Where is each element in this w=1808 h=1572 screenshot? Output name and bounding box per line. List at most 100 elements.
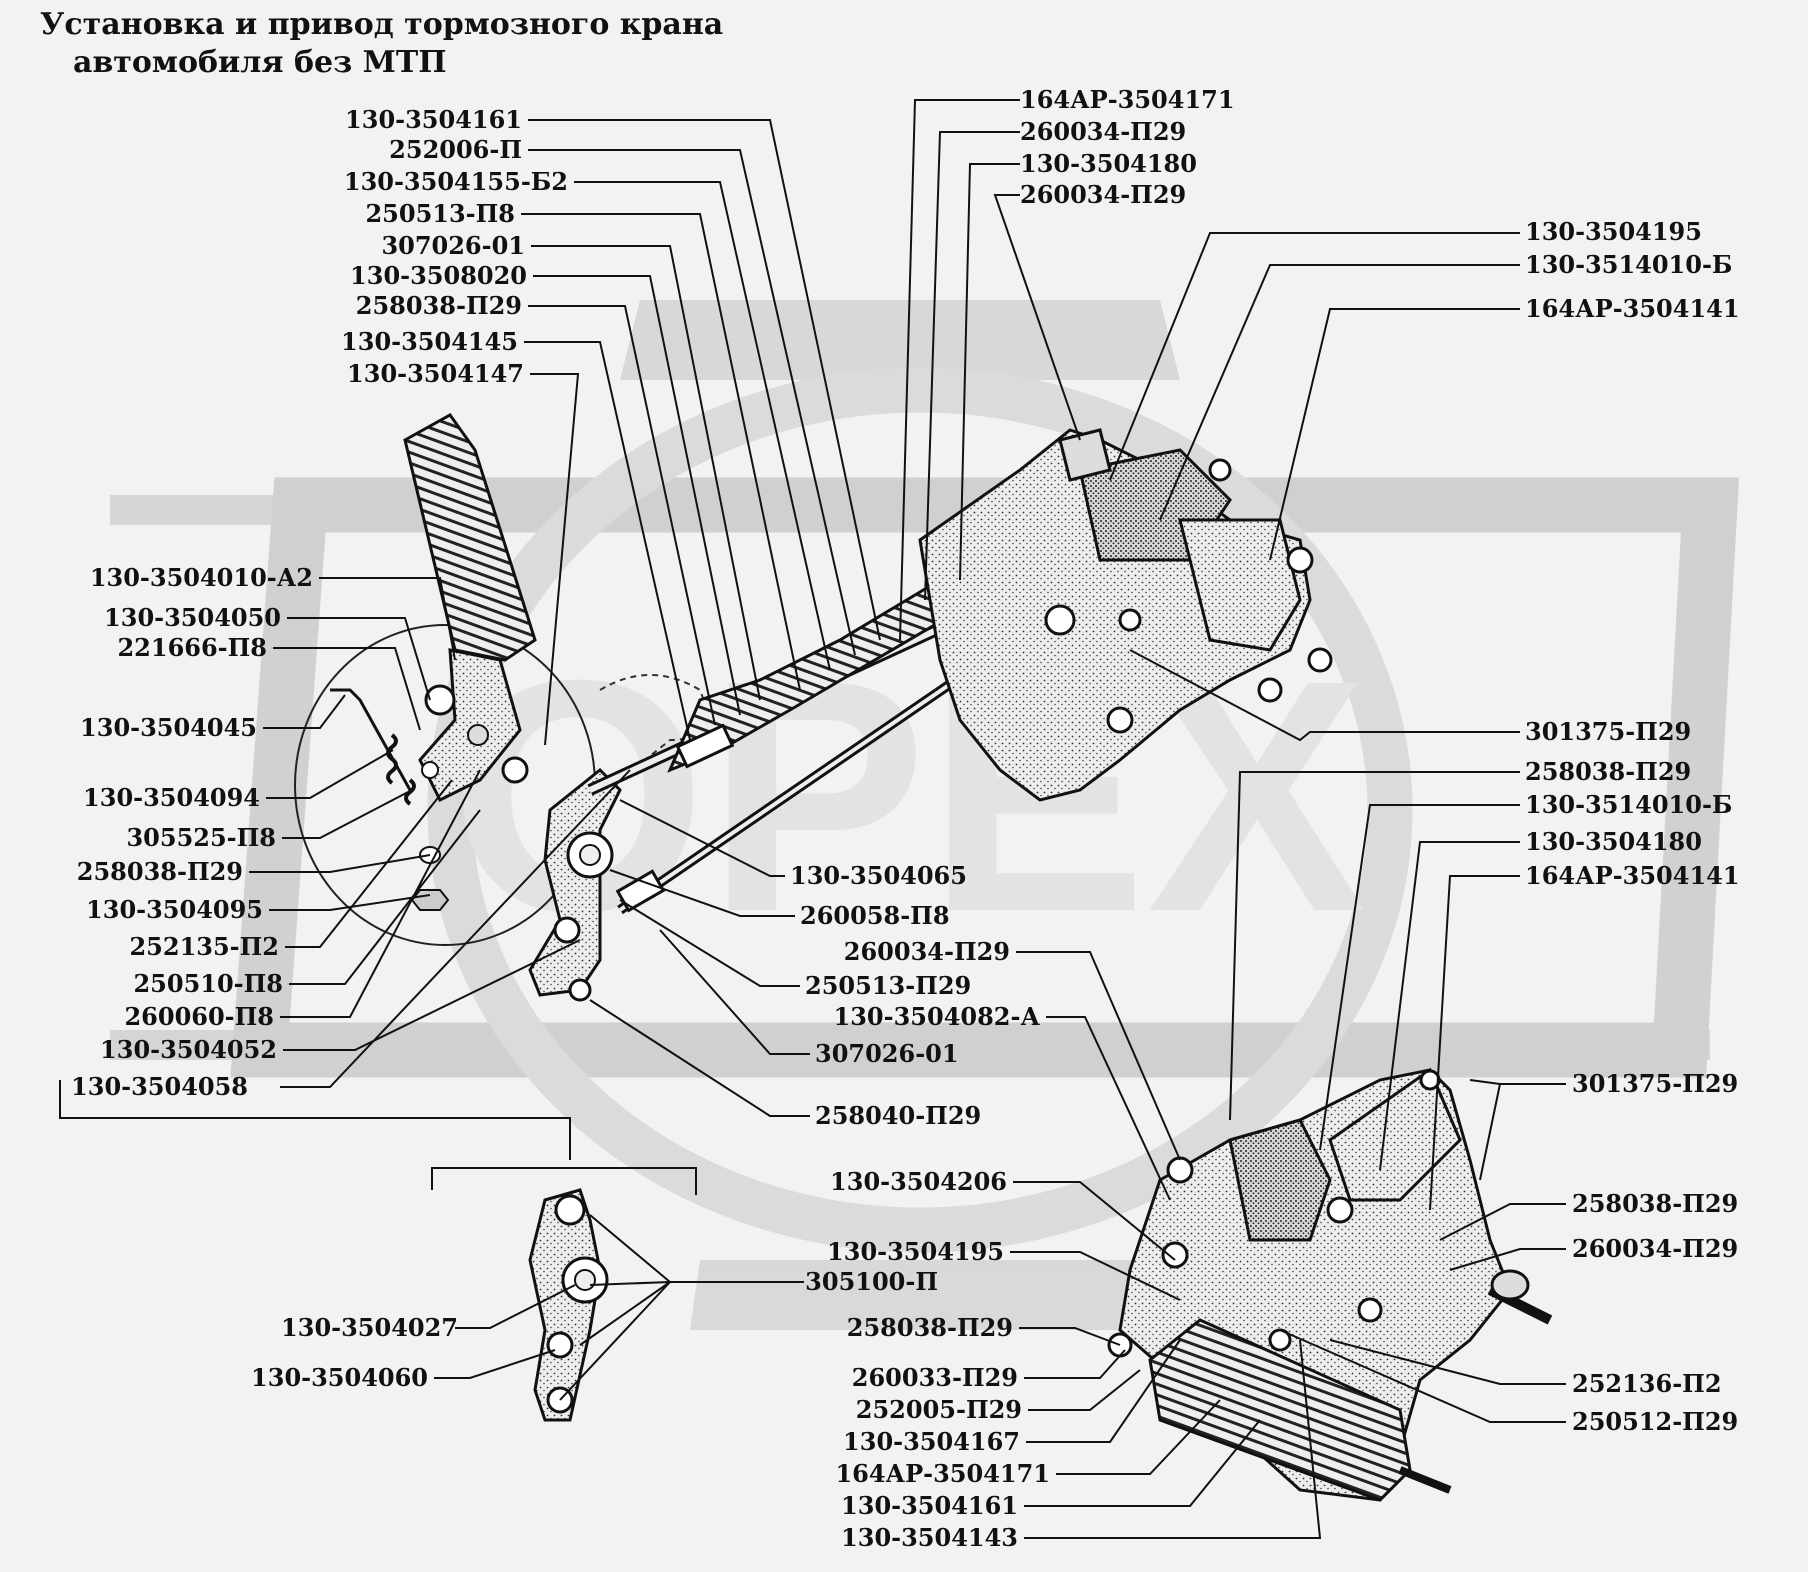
- part-label: 130-3504045: [80, 713, 257, 742]
- leader-line-6: [574, 181, 831, 671]
- leader-line-19: [263, 694, 346, 729]
- part-label: 258040-П29: [815, 1101, 981, 1130]
- leader-line-49: [1279, 1329, 1566, 1423]
- part-label: 130-3504167: [843, 1427, 1020, 1456]
- part-label: 260034-П29: [1020, 180, 1186, 209]
- part-label: 260058-П8: [800, 901, 950, 930]
- part-label: 130-3504027: [281, 1313, 458, 1342]
- part-label: 164АР-3504141: [1525, 294, 1740, 323]
- part-label: 130-3504143: [841, 1523, 1018, 1552]
- part-label: 260033-П29: [852, 1363, 1018, 1392]
- leader-line-41: [1469, 1079, 1566, 1181]
- part-label: 130-3504095: [86, 895, 263, 924]
- watermark-logo: [110, 300, 1740, 1330]
- leader-line-27: [283, 939, 581, 1051]
- leader-line-36: [1016, 951, 1181, 1161]
- brake-lever-assembly: [528, 568, 1023, 1002]
- leader-line-26: [280, 769, 481, 1018]
- part-label: 260060-П8: [124, 1002, 274, 1031]
- part-label: 130-3504052: [100, 1035, 277, 1064]
- leader-line-45: [1010, 1251, 1181, 1301]
- leader-line-17: [287, 617, 431, 701]
- part-labels: 164АР-3504171260034-П29130-3504180260034…: [71, 85, 1740, 1552]
- part-label: 260034-П29: [1020, 117, 1186, 146]
- leader-line-30: [1229, 771, 1520, 1121]
- leader-line-46: [559, 1214, 804, 1401]
- leader-line-0: [899, 99, 1020, 641]
- part-label: 258038-П29: [356, 291, 522, 320]
- part-label: 260034-П29: [1572, 1234, 1738, 1263]
- leader-line-37: [619, 899, 800, 987]
- part-label: 250513-П8: [365, 199, 515, 228]
- leader-line-12: [530, 373, 580, 746]
- leader-line-51: [434, 1349, 556, 1379]
- leader-line-29: [1129, 649, 1520, 742]
- detail-bracket: [59, 1080, 697, 1195]
- part-label: 130-3504145: [341, 327, 518, 356]
- leader-line-22: [249, 854, 431, 873]
- leader-line-2: [959, 163, 1020, 581]
- part-label: 301375-П29: [1525, 717, 1691, 746]
- part-label: 305525-П8: [126, 823, 276, 852]
- leader-line-53: [1028, 1369, 1141, 1411]
- leader-line-11: [524, 341, 691, 741]
- leader-line-31: [1319, 804, 1520, 1151]
- part-label: 130-3504058: [71, 1072, 248, 1101]
- leader-line-54: [1026, 1339, 1181, 1443]
- part-label: 250512-П29: [1572, 1407, 1738, 1436]
- leader-line-32: [1379, 841, 1520, 1171]
- part-label: 221666-П8: [117, 633, 267, 662]
- leader-line-43: [1449, 1248, 1566, 1271]
- leader-line-10: [528, 305, 716, 726]
- leader-line-33: [1429, 875, 1520, 1211]
- part-label: 130-3504206: [830, 1167, 1007, 1196]
- part-label: 307026-01: [815, 1039, 959, 1068]
- leader-line-42: [1439, 1203, 1566, 1241]
- part-label: 250510-П8: [133, 969, 283, 998]
- leader-line-44: [1013, 1181, 1176, 1261]
- leader-line-34: [619, 799, 785, 877]
- part-label: 258038-П29: [77, 857, 243, 886]
- leader-line-25: [289, 809, 481, 985]
- diagram-title: Установка и привод тормозного крана авто…: [40, 6, 723, 82]
- part-label: 130-3504010-А2: [90, 563, 313, 592]
- part-label: 130-3504180: [1020, 149, 1197, 178]
- leader-line-23: [269, 894, 431, 911]
- leader-line-5: [528, 149, 856, 656]
- leader-line-14: [1159, 264, 1520, 521]
- brake-valve-upper: [918, 428, 1333, 802]
- leader-line-15: [1269, 308, 1520, 561]
- part-label: 164АР-3504171: [835, 1459, 1050, 1488]
- part-label: 301375-П29: [1572, 1069, 1738, 1098]
- part-label: 252136-П2: [1572, 1369, 1722, 1398]
- leader-line-1: [924, 131, 1020, 601]
- leader-line-39: [659, 929, 810, 1055]
- leader-line-16: [319, 577, 456, 661]
- leader-line-38: [1046, 1016, 1171, 1201]
- leader-line-20: [266, 749, 394, 799]
- part-label: 130-3504155-Б2: [344, 167, 568, 196]
- leader-line-13: [1109, 232, 1520, 481]
- title-line-1: Установка и привод тормозного крана: [40, 7, 724, 42]
- leader-line-9: [533, 275, 741, 716]
- leader-line-28: [280, 769, 631, 1088]
- part-label: 258038-П29: [847, 1313, 1013, 1342]
- part-label: 130-3514010-Б: [1525, 790, 1732, 819]
- part-label: 307026-01: [381, 231, 525, 260]
- leader-line-24: [285, 779, 453, 948]
- part-label: 130-3504094: [83, 783, 260, 812]
- part-label: 130-3504060: [251, 1363, 428, 1392]
- part-label: 130-3504180: [1525, 827, 1702, 856]
- brake-valve-lower: [1107, 1067, 1553, 1502]
- leader-line-50: [455, 1284, 576, 1329]
- part-label: 130-3514010-Б: [1525, 250, 1732, 279]
- leader-line-48: [1329, 1339, 1566, 1385]
- part-label: 250513-П29: [805, 971, 971, 1000]
- part-label: 130-3504065: [790, 861, 967, 890]
- part-label: 130-3504050: [104, 603, 281, 632]
- part-label: 130-3504195: [1525, 217, 1702, 246]
- part-label: 258038-П29: [1525, 757, 1691, 786]
- leader-line-55: [1056, 1399, 1221, 1475]
